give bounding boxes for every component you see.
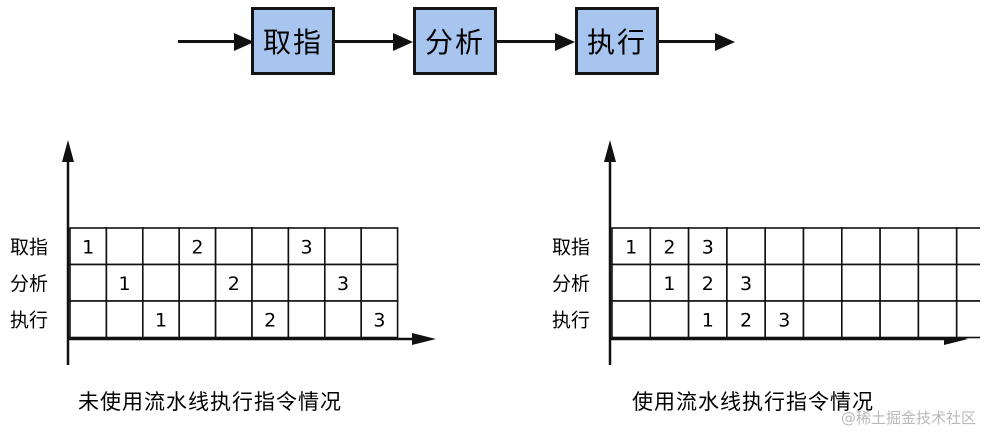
grid-cell — [69, 263, 108, 302]
grid-cell — [611, 263, 652, 302]
input-arrow-head — [234, 33, 254, 51]
grid-cell — [323, 227, 362, 266]
grid-cell — [178, 263, 217, 302]
instruction-number: 3 — [301, 236, 313, 258]
grid-cell — [323, 300, 362, 339]
grid-cell — [611, 300, 652, 339]
right-timing-chart: 取指 1 2 3 分析 1 2 3 执行 1 2 3 — [552, 140, 980, 365]
instruction-number: 2 — [740, 309, 752, 331]
instruction-number: 1 — [663, 273, 675, 295]
grid-cell — [142, 263, 181, 302]
fetch-to-analyze-arrow — [335, 40, 395, 43]
grid-cell — [360, 300, 399, 339]
grid-cell — [955, 227, 980, 266]
grid-cell — [251, 227, 290, 266]
grid-cell — [802, 263, 843, 302]
grid-cell — [105, 300, 144, 339]
grid-cell — [105, 227, 144, 266]
y-axis-arrowhead — [604, 140, 616, 162]
grid-cell — [360, 263, 399, 302]
grid-cell — [917, 300, 958, 339]
grid-cell — [214, 227, 253, 266]
grid-cell — [649, 300, 690, 339]
grid-cell — [955, 263, 980, 302]
instruction-number: 2 — [191, 236, 203, 258]
row-label: 取指 — [10, 236, 48, 258]
instruction-number: 3 — [702, 236, 714, 258]
stage-fetch-box: 取指 — [251, 7, 335, 75]
grid-cell — [955, 300, 980, 339]
grid-cell — [764, 300, 805, 339]
grid-cell — [178, 300, 217, 339]
instruction-number: 2 — [228, 273, 240, 295]
grid-cell — [69, 300, 108, 339]
grid-cell — [879, 300, 920, 339]
grid-cell — [917, 227, 958, 266]
output-arrow-head — [715, 33, 735, 51]
grid-cell — [214, 300, 253, 339]
grid-cell — [142, 300, 181, 339]
stage-execute-box: 执行 — [575, 7, 659, 75]
grid-cell — [687, 227, 728, 266]
watermark: @稀土掘金技术社区 — [840, 409, 976, 427]
left-timing-chart: 取指 1 2 3 分析 1 2 3 执行 1 2 3 — [10, 140, 436, 365]
output-arrow — [659, 40, 717, 43]
grid-cell — [287, 300, 326, 339]
grid-cell — [802, 227, 843, 266]
stage-analyze-box: 分析 — [413, 7, 497, 75]
grid-cell — [764, 263, 805, 302]
grid-cell — [287, 263, 326, 302]
instruction-number: 1 — [119, 273, 131, 295]
grid-cell — [879, 263, 920, 302]
y-axis-arrowhead — [62, 140, 74, 162]
fetch-to-analyze-arrow-head — [393, 33, 413, 51]
row-label: 分析 — [10, 273, 48, 295]
grid-cell — [69, 227, 108, 266]
grid-cell — [726, 227, 766, 266]
stage-execute-label: 执行 — [586, 26, 647, 59]
grid-cell — [687, 300, 728, 339]
x-axis-arrowhead — [412, 333, 436, 345]
instruction-number: 1 — [625, 236, 637, 258]
grid-cell — [178, 227, 217, 266]
grid-cell — [142, 227, 181, 266]
analyze-to-execute-arrow — [497, 40, 557, 43]
grid-cell — [611, 227, 652, 266]
row-label: 执行 — [552, 309, 590, 331]
grid-cell — [687, 263, 728, 302]
grid-cell — [360, 227, 399, 266]
left-caption: 未使用流水线执行指令情况 — [78, 390, 342, 414]
grid-cell — [726, 263, 766, 302]
row-label: 取指 — [552, 236, 590, 258]
analyze-to-execute-arrow-head — [555, 33, 575, 51]
row-label: 分析 — [552, 273, 590, 295]
row-label: 执行 — [10, 309, 48, 331]
right-caption: 使用流水线执行指令情况 — [632, 390, 874, 414]
instruction-number: 1 — [82, 236, 94, 258]
instruction-number: 1 — [702, 309, 714, 331]
grid-cell — [649, 263, 690, 302]
instruction-number: 2 — [663, 236, 675, 258]
grid-cell — [802, 300, 843, 339]
stage-fetch-label: 取指 — [262, 26, 323, 59]
instruction-number: 3 — [778, 309, 790, 331]
grid-cell — [840, 300, 881, 339]
instruction-number: 1 — [155, 309, 167, 331]
grid-cell — [726, 300, 766, 339]
grid-cell — [251, 300, 290, 339]
grid-cell — [251, 263, 290, 302]
instruction-number: 3 — [337, 273, 349, 295]
stage-analyze-label: 分析 — [424, 26, 485, 59]
instruction-number: 2 — [702, 273, 714, 295]
grid-cell — [764, 227, 805, 266]
grid-cell — [917, 263, 958, 302]
grid-cell — [840, 227, 881, 266]
input-arrow — [178, 40, 240, 43]
instruction-number: 3 — [740, 273, 752, 295]
instruction-number: 2 — [264, 309, 276, 331]
grid-cell — [879, 227, 920, 266]
grid-cell — [840, 263, 881, 302]
instruction-number: 3 — [373, 309, 385, 331]
